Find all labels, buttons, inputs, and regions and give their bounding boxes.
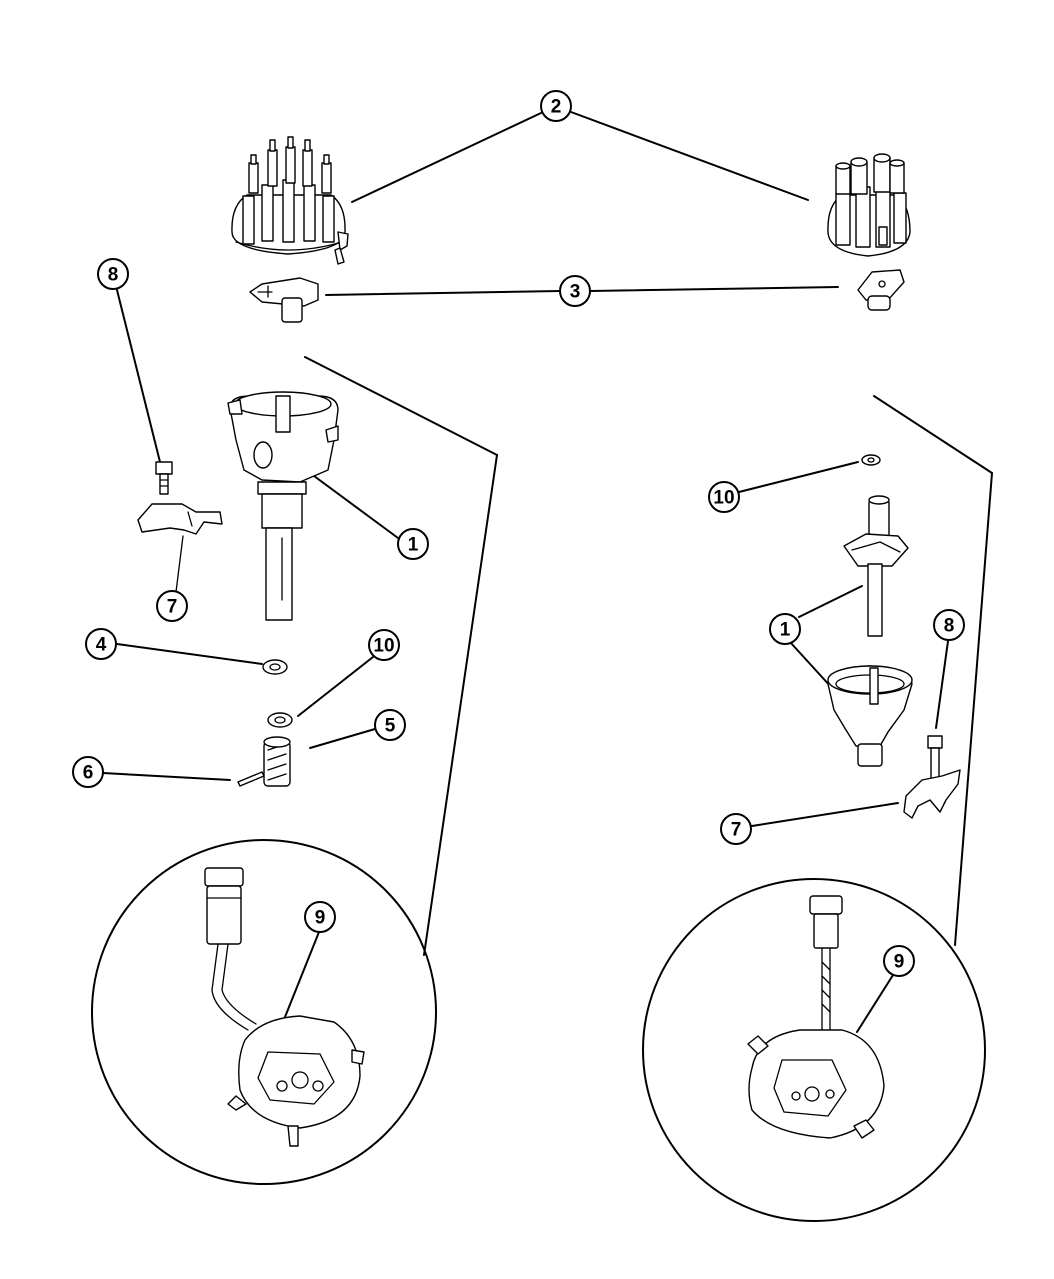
callout-8-left: 8 [97, 258, 129, 290]
callout-9-right: 9 [883, 945, 915, 977]
right-holddown-clamp [903, 769, 961, 819]
left-distributor-cap [231, 136, 349, 265]
callout-9-left-label: 9 [315, 908, 326, 929]
right-distributor-shaft [843, 495, 909, 637]
callout-1-left-label: 1 [408, 535, 419, 556]
callout-6-label: 6 [83, 763, 94, 784]
callout-9-left: 9 [304, 901, 336, 933]
callout-5: 5 [374, 709, 406, 741]
left-pickup-detail [91, 839, 437, 1185]
right-rotor [857, 269, 905, 311]
leader-lines [102, 111, 993, 1033]
callout-8-right-label: 8 [944, 616, 955, 637]
callout-1-left: 1 [397, 528, 429, 560]
callout-5-label: 5 [385, 716, 396, 737]
left-holddown-clamp [137, 503, 223, 535]
roll-pin [237, 771, 265, 787]
callout-4-label: 4 [96, 635, 107, 656]
callout-2: 2 [540, 90, 572, 122]
right-distributor-cap [827, 153, 911, 257]
callout-8-left-label: 8 [108, 265, 119, 286]
callout-2-label: 2 [551, 97, 562, 118]
callout-10-left: 10 [368, 629, 400, 661]
callout-7-left-label: 7 [167, 597, 178, 618]
callout-6: 6 [72, 756, 104, 788]
callout-10-right: 10 [708, 481, 740, 513]
callout-10-right-label: 10 [713, 488, 734, 509]
callout-4: 4 [85, 628, 117, 660]
left-distributor-housing [227, 391, 339, 621]
left-washer [267, 712, 293, 728]
drive-gear [263, 736, 291, 787]
right-lock-washer [861, 454, 881, 466]
callout-7-right: 7 [720, 813, 752, 845]
callout-8-right: 8 [933, 609, 965, 641]
callout-1-right-label: 1 [780, 620, 791, 641]
callout-7-right-label: 7 [731, 820, 742, 841]
left-rotor [249, 277, 319, 323]
callout-10-left-label: 10 [373, 636, 394, 657]
callout-1-right: 1 [769, 613, 801, 645]
left-thrust-washer [262, 659, 288, 675]
callout-7-left: 7 [156, 590, 188, 622]
callout-3: 3 [559, 275, 591, 307]
callout-9-right-label: 9 [894, 952, 905, 973]
callout-3-label: 3 [570, 282, 581, 303]
left-holddown-bolt [155, 461, 173, 495]
right-distributor-housing [827, 665, 913, 767]
right-pickup-detail [642, 878, 986, 1222]
